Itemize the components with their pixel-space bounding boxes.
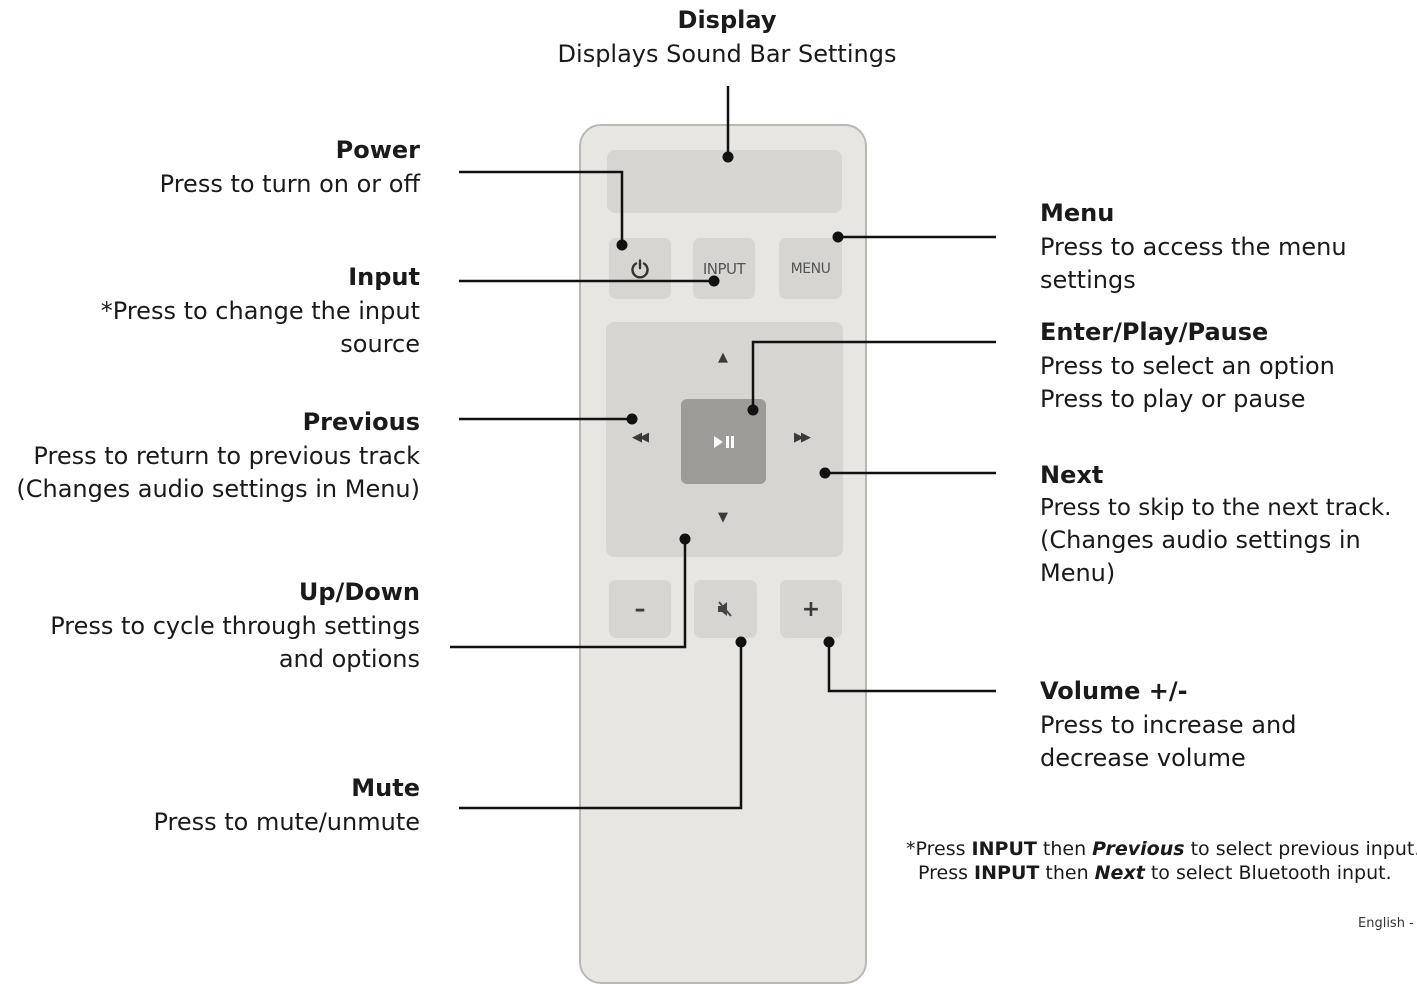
callout-volume-title: Volume +/- [1040, 677, 1188, 705]
up-arrow-icon[interactable]: ▲ [718, 350, 728, 365]
callout-next-desc-1: Press to skip to the next track. [1040, 495, 1392, 521]
callout-enter: Enter/Play/Pause Press to select an opti… [1040, 320, 1410, 415]
footnote-1e: to select previous input. [1184, 838, 1417, 860]
menu-button[interactable]: MENU [779, 238, 842, 299]
callout-input-desc-2: source [340, 329, 420, 358]
callout-mute-title: Mute [351, 774, 420, 802]
callout-previous: Previous Press to return to previous tra… [0, 410, 420, 505]
volume-up-label: + [801, 596, 821, 622]
callout-input-desc-1: *Press to change the input [100, 297, 420, 325]
callout-menu-desc-1: Press to access the menu [1040, 233, 1347, 261]
callout-previous-title: Previous [302, 408, 420, 436]
callout-next-desc-2: (Changes audio settings in [1040, 526, 1361, 555]
footnote-2e: to select Bluetooth input. [1144, 861, 1392, 884]
mute-icon [717, 601, 732, 617]
callout-volume-desc-2: decrease volume [1040, 743, 1246, 772]
callout-input: Input *Press to change the input source [40, 265, 420, 360]
volume-up-button[interactable]: + [780, 580, 842, 638]
callout-power: Power Press to turn on or off [40, 138, 420, 201]
volume-down-button[interactable]: – [609, 580, 671, 638]
footnote-1a: *Press [906, 838, 972, 860]
callout-enter-desc-2: Press to play or pause [1040, 384, 1306, 413]
callout-input-title: Input [348, 263, 420, 291]
callout-mute-desc: Press to mute/unmute [153, 808, 420, 836]
enter-play-pause-button[interactable] [681, 399, 766, 484]
footnote-line-2: Press INPUT then Next to select Bluetoot… [906, 862, 1417, 886]
callout-menu-title: Menu [1040, 199, 1115, 227]
footnote-line-1: *Press INPUT then Previous to select pre… [906, 838, 1417, 862]
callout-updown-title: Up/Down [298, 578, 420, 606]
play-pause-icon [713, 435, 734, 448]
input-button-label: INPUT [702, 259, 746, 278]
callout-mute: Mute Press to mute/unmute [40, 776, 420, 839]
callout-next-title: Next [1040, 461, 1104, 489]
callout-enter-desc-1: Press to select an option [1040, 352, 1335, 380]
callout-next-desc-3: Menu) [1040, 558, 1116, 587]
footnote-1d: Previous [1092, 838, 1185, 860]
callout-updown-desc-2: and options [278, 644, 420, 673]
footnote-2d: Next [1094, 861, 1145, 884]
callout-menu: Menu Press to access the menu settings [1040, 201, 1410, 296]
callout-previous-desc-1: Press to return to previous track [33, 442, 420, 470]
down-arrow-icon[interactable]: ▼ [718, 510, 728, 525]
callout-display: Display Displays Sound Bar Settings [527, 8, 927, 71]
callout-volume-desc-1: Press to increase and [1040, 711, 1297, 739]
footnote-2c: then [1039, 861, 1095, 884]
input-button[interactable]: INPUT [693, 238, 755, 299]
callout-display-desc: Displays Sound Bar Settings [557, 40, 897, 68]
display-panel [607, 150, 842, 213]
power-icon [631, 258, 649, 278]
callout-updown-desc-1: Press to cycle through settings [50, 612, 420, 640]
previous-track-icon[interactable]: ◀◀ [632, 430, 649, 445]
callout-next: Next Press to skip to the next track. (C… [1040, 463, 1415, 590]
page-language-label: English - [1358, 916, 1414, 931]
callout-power-title: Power [335, 136, 420, 164]
callout-enter-title: Enter/Play/Pause [1040, 318, 1269, 346]
callout-power-desc: Press to turn on or off [159, 170, 420, 198]
callout-previous-desc-2: (Changes audio settings in Menu) [16, 474, 420, 503]
mute-button[interactable] [694, 580, 757, 638]
callout-menu-desc-2: settings [1040, 265, 1136, 294]
footnote-1c: then [1036, 838, 1093, 860]
callout-volume: Volume +/- Press to increase and decreas… [1040, 679, 1410, 774]
footnote-2b: INPUT [974, 861, 1040, 884]
volume-down-label: – [634, 596, 646, 622]
power-button[interactable] [609, 238, 671, 299]
footnote-2a: Press [918, 861, 975, 884]
footnote: *Press INPUT then Previous to select pre… [906, 838, 1417, 886]
menu-button-label: MENU [790, 260, 831, 277]
footnote-1b: INPUT [971, 838, 1037, 860]
callout-updown: Up/Down Press to cycle through settings … [20, 580, 420, 675]
callout-display-title: Display [677, 6, 777, 34]
next-track-icon[interactable]: ▶▶ [794, 430, 811, 445]
